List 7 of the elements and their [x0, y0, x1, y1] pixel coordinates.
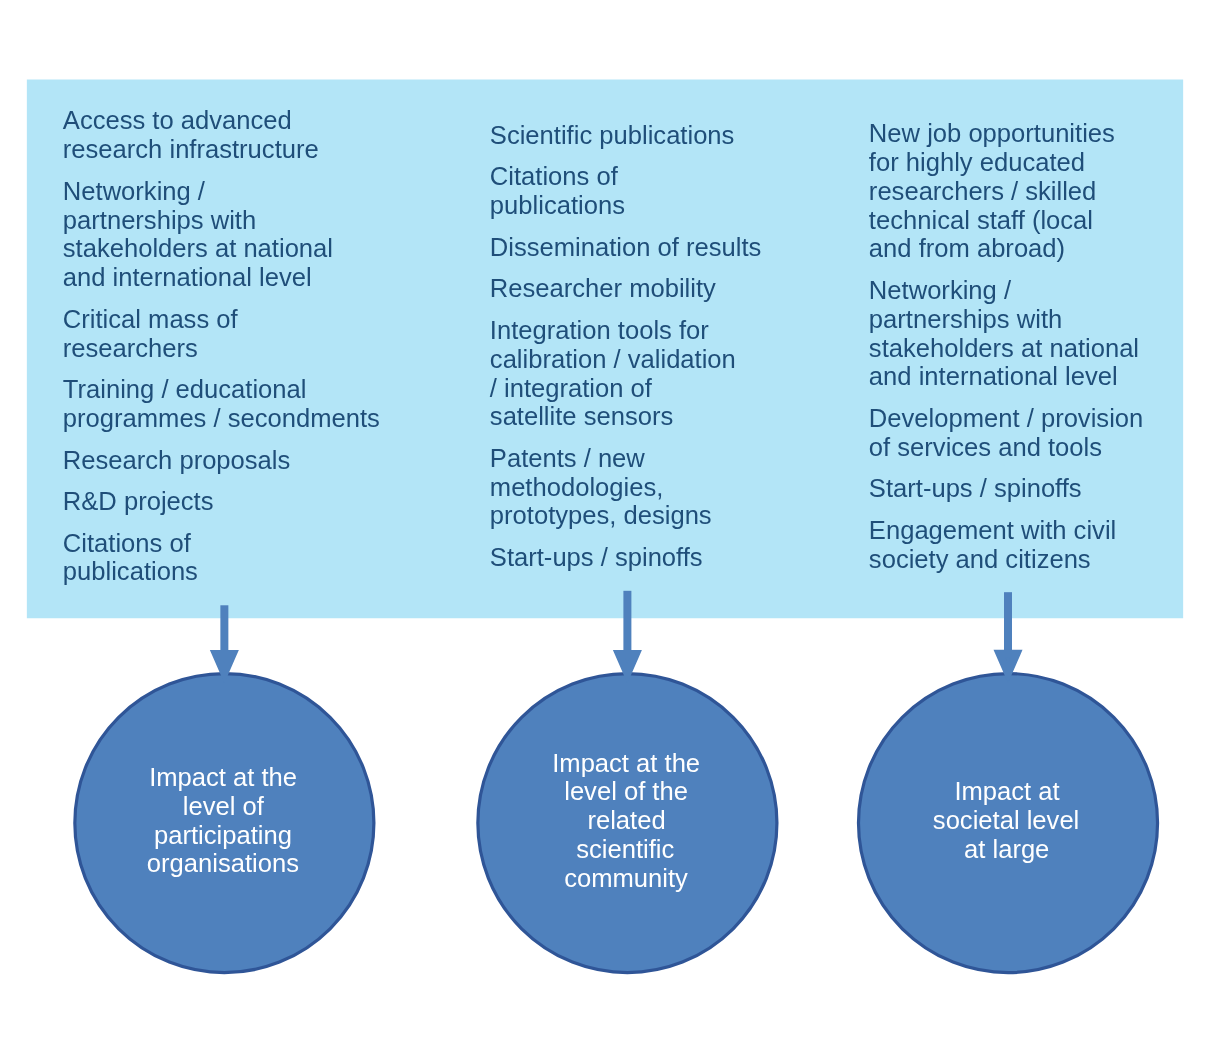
node-circle: Impact at societal level at large [856, 671, 1160, 974]
node-text: Access to advanced research infrastructure Networking / partnerships with stakeholders at national and international level Critical mass of researchers Training / educational programmes / secondments Research proposals R&D projects Citations of publications [62, 105, 380, 585]
cluster [26, 78, 1184, 618]
node-text: Scientific publications Citations of publications Dissemination of results Researcher mobility Integration tools for calibration / validation / integration of satellite sensors Patents / new methodologies, prototypes, designs Start-ups / spinoffs [489, 120, 762, 571]
node-circle: Impact at the level of the related scientific community [476, 671, 779, 974]
node-circle: Impact at the level of participating organisations [73, 671, 376, 974]
node-text: New job opportunities for highly educated researchers / skilled technical staff (local and from abroad) Networking / partnerships with stakeholders at national and international level Development / provision of services and tools Start-ups / spinoffs Engagement with civil society and citizens [868, 118, 1144, 573]
